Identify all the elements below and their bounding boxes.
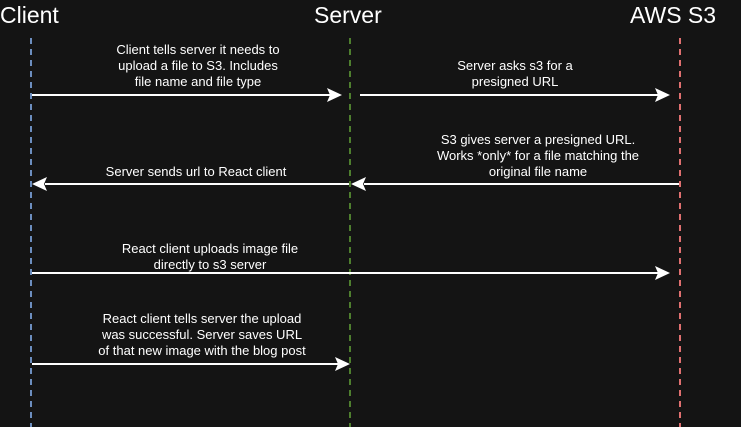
message-line: upload a file to S3. Includes bbox=[118, 58, 278, 73]
message-line: file name and file type bbox=[134, 74, 262, 89]
message-label: S3 gives server a presigned URL. Works *… bbox=[400, 132, 676, 180]
message-line: original file name bbox=[488, 164, 588, 179]
message-arrow bbox=[32, 357, 350, 371]
message-label: Server asks s3 for a presigned URL bbox=[430, 58, 600, 90]
message-arrow bbox=[32, 88, 342, 102]
message-arrow bbox=[351, 177, 679, 191]
message-arrow bbox=[360, 88, 670, 102]
message-line: React client uploads image file bbox=[121, 241, 299, 256]
message-label: React client uploads image file directly… bbox=[90, 241, 330, 273]
message-label: React client tells server the upload was… bbox=[72, 311, 332, 359]
actor-s3-label: AWS S3 bbox=[630, 2, 717, 28]
message-label: Client tells server it needs to upload a… bbox=[82, 42, 314, 90]
message-line: of that new image with the blog post bbox=[98, 343, 306, 358]
message-label: Server sends url to React client bbox=[82, 164, 310, 180]
message-line: Server sends url to React client bbox=[105, 164, 287, 179]
message-line: Server asks s3 for a bbox=[457, 58, 573, 73]
message-line: presigned URL bbox=[471, 74, 559, 89]
message-line: S3 gives server a presigned URL. bbox=[440, 132, 636, 147]
message-line: Client tells server it needs to bbox=[116, 42, 280, 57]
message-line: directly to s3 server bbox=[153, 257, 267, 272]
message-line: Works *only* for a file matching the bbox=[436, 148, 640, 163]
actor-client-label: Client bbox=[0, 2, 59, 28]
message-line: was successful. Server saves URL bbox=[101, 327, 303, 342]
message-arrow bbox=[32, 266, 670, 280]
message-arrow bbox=[32, 177, 349, 191]
message-line: React client tells server the upload bbox=[102, 311, 302, 326]
actor-server-label: Server bbox=[314, 2, 382, 28]
